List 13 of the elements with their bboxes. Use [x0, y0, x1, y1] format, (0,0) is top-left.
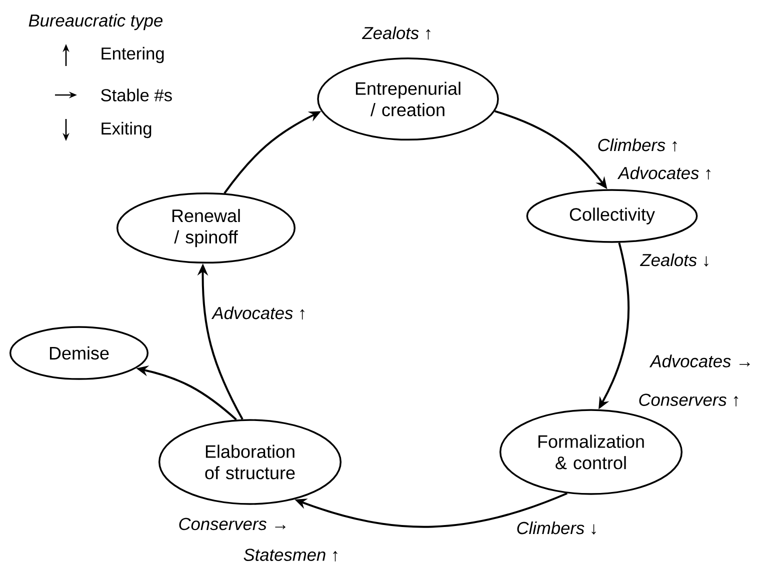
annotation: Statesmen ↑ [244, 548, 338, 562]
annotation: Zealots ↑ [362, 26, 430, 40]
annotation: Zealots ↓ [640, 253, 708, 267]
annotation: Bureaucratic type [28, 14, 162, 30]
annotation: Climbers ↓ [517, 521, 596, 535]
legend-text: Entering [102, 46, 164, 64]
annotation: Conservers ↑ [639, 394, 738, 406]
annotation: Advocates ↑ [211, 306, 304, 320]
annotation: Advocates → [649, 354, 750, 368]
legend-text: Stable #s [101, 88, 172, 102]
annotation: Advocates ↑ [617, 166, 710, 180]
legend-text: Exiting [102, 122, 152, 138]
annotation: Climbers ↑ [598, 138, 677, 152]
